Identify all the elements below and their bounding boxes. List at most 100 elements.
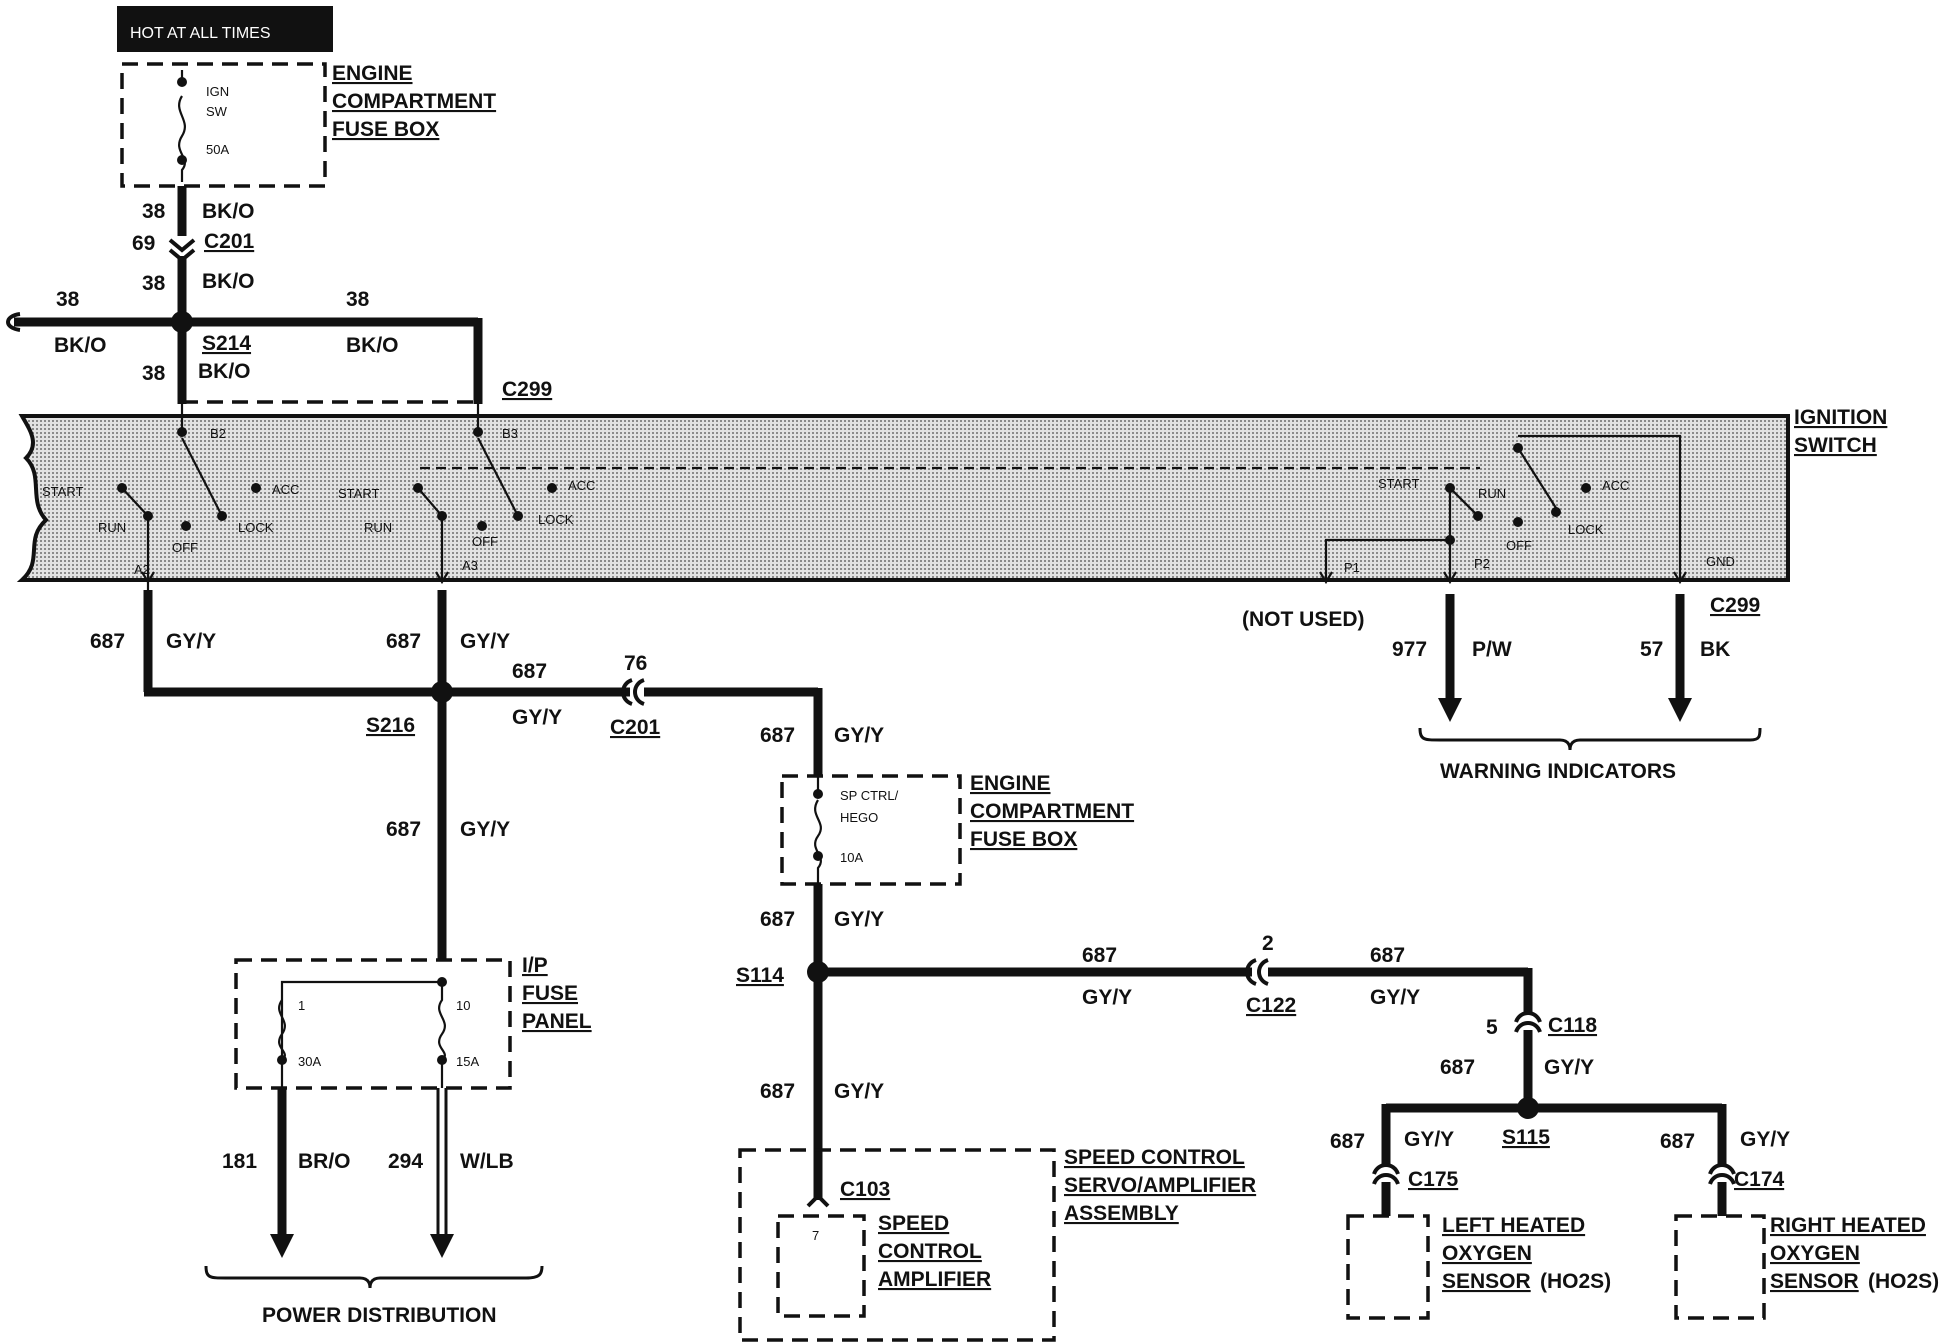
c299-top: C299 — [502, 378, 552, 401]
wire-977: 977 — [1392, 638, 1427, 661]
power-distribution-wires — [204, 1088, 544, 1289]
wire-181: 181 — [222, 1150, 257, 1173]
speed-control-assembly — [738, 1148, 1056, 1342]
fuse-box-top-title-1: ENGINE — [332, 62, 413, 85]
p1-label: P1 — [1344, 560, 1360, 575]
s216-label: S216 — [366, 714, 415, 737]
ignition-switch-title-2: SWITCH — [1794, 434, 1877, 457]
engine-compartment-fuse-box-top: IGN SW 50A — [120, 62, 327, 188]
c76: 76 — [624, 652, 647, 675]
c5: 5 — [1486, 1016, 1498, 1039]
wire-38-a: 38 — [142, 200, 166, 223]
wire-38-c: 38 — [142, 362, 166, 385]
ip-fuse-title-1: I/P — [522, 954, 548, 977]
amp-inner-2: CONTROL — [878, 1240, 982, 1263]
right-ho2s-title-1: RIGHT HEATED — [1770, 1214, 1926, 1237]
wire-687-l: 687 — [760, 1080, 795, 1103]
s114-label: S114 — [736, 964, 784, 987]
c2: 2 — [1262, 932, 1274, 955]
wire-687-bottom — [807, 884, 1736, 1216]
fuse-30a: 30A — [298, 1054, 321, 1069]
fuse-box-mid-title-1: ENGINE — [970, 772, 1051, 795]
sp-ctrl-line-2: HEGO — [840, 810, 878, 825]
bro-label: BR/O — [298, 1150, 351, 1173]
fuse-box-top-title-2: COMPARTMENT — [332, 90, 496, 113]
fuse-1: 1 — [298, 998, 305, 1013]
wire-687-j: 687 — [1330, 1130, 1365, 1153]
gyy-d: GY/Y — [460, 818, 510, 841]
run-left: RUN — [98, 520, 126, 535]
wire-294: 294 — [388, 1150, 423, 1173]
fuse-15a: 15A — [456, 1054, 479, 1069]
c201-mid: C201 — [610, 716, 661, 739]
gnd-label: GND — [1706, 554, 1735, 569]
c118-label: C118 — [1548, 1014, 1597, 1037]
fuse-line-1: IGN — [206, 84, 229, 99]
run-right: RUN — [1478, 486, 1506, 501]
start-left: START — [42, 484, 83, 499]
speed-control-title-3: ASSEMBLY — [1064, 1202, 1179, 1225]
wire-38-horizontal — [6, 311, 483, 404]
c299-bot: C299 — [1710, 594, 1760, 617]
ip-fuse-panel: 1 10 30A 15A — [234, 958, 512, 1090]
ip-fuse-title-3: PANEL — [522, 1010, 592, 1033]
wire-687-b: 687 — [386, 630, 421, 653]
a3-label: A3 — [462, 558, 478, 573]
wire-687-e: 687 — [760, 724, 795, 747]
acc-left: ACC — [272, 482, 299, 497]
wire-687-h: 687 — [1370, 944, 1405, 967]
b2-label: B2 — [210, 426, 226, 441]
gyy-c: GY/Y — [512, 706, 562, 729]
wire-38-right: 38 — [346, 288, 370, 311]
gyy-a: GY/Y — [166, 630, 216, 653]
gyy-f: GY/Y — [834, 908, 884, 931]
speed-control-title-2: SERVO/AMPLIFIER — [1064, 1174, 1256, 1197]
pin-7: 7 — [812, 1228, 819, 1243]
right-ho2s — [1674, 1214, 1766, 1320]
p2-label: P2 — [1474, 556, 1490, 571]
amp-inner-3: AMPLIFIER — [878, 1268, 991, 1291]
off-mid: OFF — [472, 534, 498, 549]
wlb-label: W/LB — [460, 1150, 514, 1173]
wire-warning — [1418, 594, 1762, 751]
lock-mid: LOCK — [538, 512, 574, 527]
warning-indicators: WARNING INDICATORS — [1440, 760, 1676, 783]
gyy-h: GY/Y — [1370, 986, 1420, 1009]
gyy-g: GY/Y — [1082, 986, 1132, 1009]
c122-label: C122 — [1246, 994, 1296, 1017]
c103-label: C103 — [840, 1178, 890, 1201]
ip-fuse-title-2: FUSE — [522, 982, 578, 1005]
start-mid: START — [338, 486, 379, 501]
wire-38-left: 38 — [56, 288, 80, 311]
left-ho2s-suffix: (HO2S) — [1540, 1270, 1611, 1293]
bko-left: BK/O — [54, 334, 107, 357]
off-left: OFF — [172, 540, 198, 555]
fuse-box-mid-title-3: FUSE BOX — [970, 828, 1077, 851]
ignition-switch — [16, 404, 1790, 592]
wire-687-mid — [143, 590, 823, 960]
fuse-line-2: SW — [206, 104, 228, 119]
c69: 69 — [132, 232, 155, 255]
gyy-b: GY/Y — [460, 630, 510, 653]
c175-label: C175 — [1408, 1168, 1459, 1191]
left-ho2s-title-1: LEFT HEATED — [1442, 1214, 1585, 1237]
left-ho2s-title-2: OXYGEN — [1442, 1242, 1532, 1265]
b3-label: B3 — [502, 426, 518, 441]
wire-687-c: 687 — [512, 660, 547, 683]
s115-label: S115 — [1502, 1126, 1550, 1149]
fuse-box-top-title-3: FUSE BOX — [332, 118, 439, 141]
wire-38-top — [168, 186, 196, 404]
fuse-line-3: 50A — [206, 142, 229, 157]
right-ho2s-title-2: OXYGEN — [1770, 1242, 1860, 1265]
wire-687-a: 687 — [90, 630, 125, 653]
c201-top: C201 — [204, 230, 255, 253]
fuse-box-mid-title-2: COMPARTMENT — [970, 800, 1134, 823]
speed-control-title-1: SPEED CONTROL — [1064, 1146, 1245, 1169]
wire-687-f: 687 — [760, 908, 795, 931]
start-right: START — [1378, 476, 1419, 491]
bko-right: BK/O — [346, 334, 399, 357]
wire-687-d: 687 — [386, 818, 421, 841]
wire-687-k: 687 — [1660, 1130, 1695, 1153]
